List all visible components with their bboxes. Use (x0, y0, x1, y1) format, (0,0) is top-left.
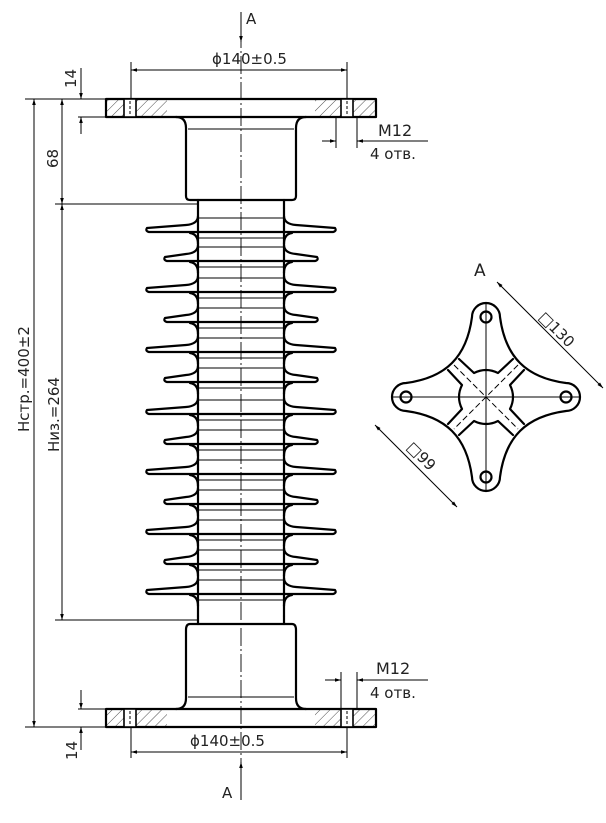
bottom-fitting (174, 622, 308, 711)
section-label-bottom: A (222, 784, 233, 802)
dim-top-diameter: ϕ140±0.5 (212, 50, 287, 68)
dim-flange-top: 14 (62, 69, 80, 88)
view-a: A □130 □99 (374, 261, 604, 508)
section-label-top: A (246, 10, 257, 28)
top-fitting (174, 115, 308, 202)
dim-flange-bottom: 14 (63, 741, 81, 760)
view-label: A (474, 261, 486, 281)
dim-insulation-height: Низ.=264 (45, 377, 63, 452)
thread-top: M12 (378, 121, 412, 140)
dim-bottom-diameter: ϕ140±0.5 (190, 732, 265, 750)
dim-view-inner: □99 (403, 438, 439, 474)
dim-fitting-height: 68 (44, 149, 62, 168)
bottom-flange (104, 707, 378, 729)
holes-top: 4 отв. (370, 145, 416, 163)
dim-view-outer: □130 (535, 308, 578, 351)
holes-bottom: 4 отв. (370, 684, 416, 702)
dim-total-height: Нстр.=400±2 (15, 326, 33, 432)
insulator-core-and-sheds (145, 206, 337, 618)
top-flange (104, 97, 378, 119)
thread-bottom: M12 (376, 659, 410, 678)
